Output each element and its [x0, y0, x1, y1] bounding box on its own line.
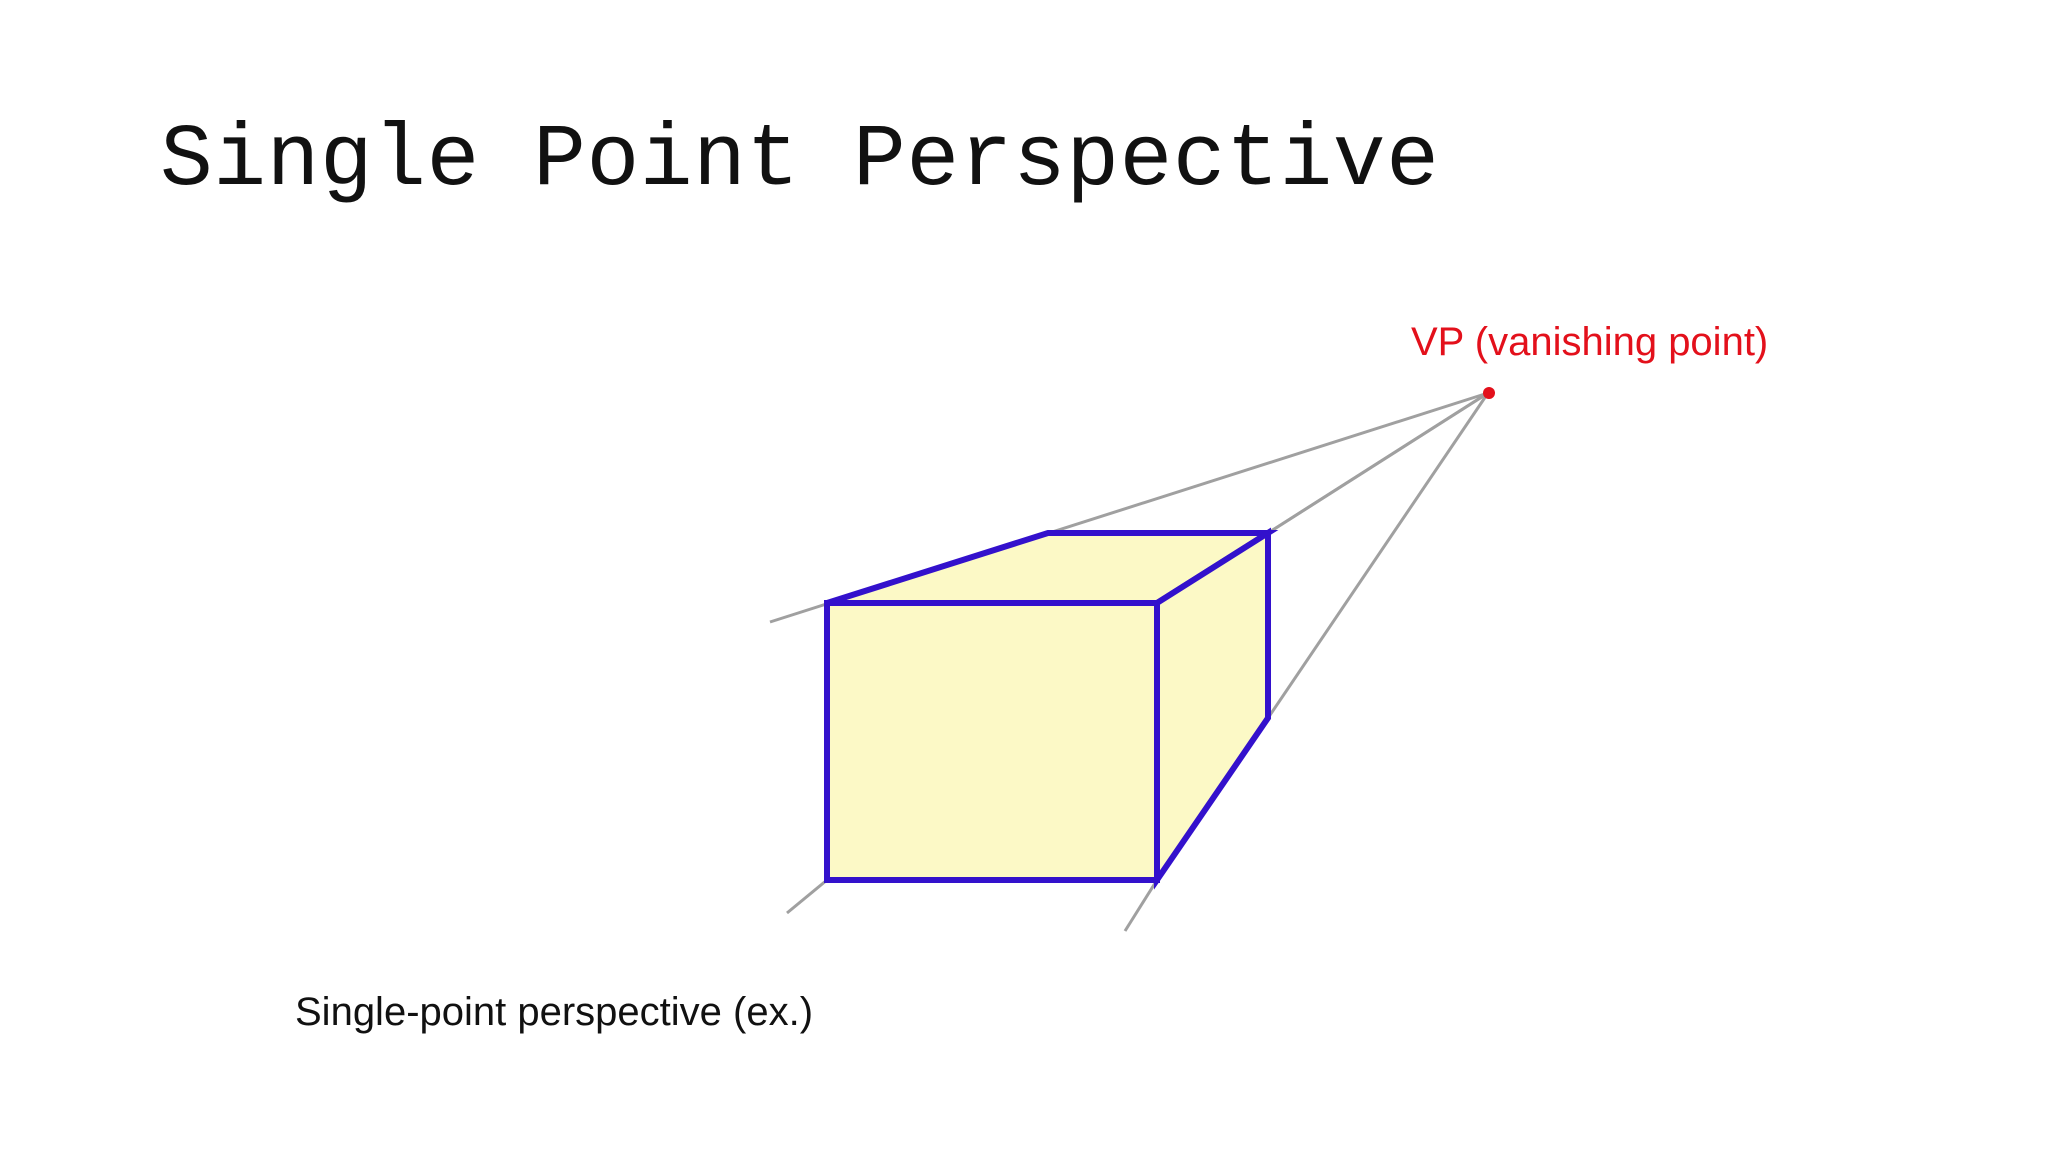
diagram-caption: Single-point perspective (ex.)	[295, 990, 813, 1034]
slide-title: Single Point Perspective	[160, 112, 1440, 211]
vanishing-point-label: VP (vanishing point)	[1411, 320, 1768, 364]
guide-line-bottom-right	[1123, 879, 1159, 932]
vanishing-point-dot	[1483, 387, 1495, 399]
cube	[824, 527, 1279, 890]
guide-line-back-top-right	[1267, 391, 1489, 535]
guide-line-back-bottom-right	[1266, 392, 1490, 719]
cube-front-face	[824, 600, 1160, 883]
guide-line-bottom-left	[786, 878, 828, 915]
